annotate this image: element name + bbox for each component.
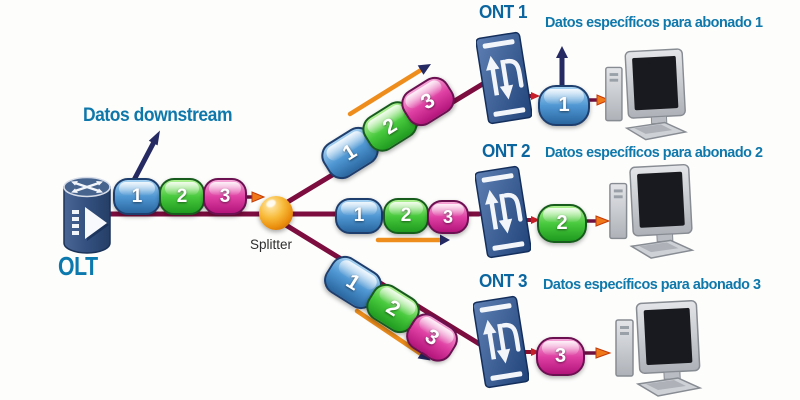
packet-3: 3 (427, 200, 469, 234)
ont3-device-icon (473, 294, 529, 390)
packet-1: 1 (113, 178, 161, 215)
olt-label: OLT (58, 252, 98, 282)
connector-head-ont1-packet (531, 92, 540, 100)
ont3-label: ONT 3 (479, 270, 527, 291)
ont2-label: ONT 2 (482, 140, 530, 161)
subscriber2-computer-icon (609, 163, 694, 259)
splitter-sphere-icon (259, 196, 293, 230)
direction-arrow-top (347, 67, 424, 117)
connector-head-olt-splitter (251, 191, 266, 203)
connector-head-packet-pc3 (595, 347, 612, 359)
packet-2-delivered: 2 (537, 204, 587, 243)
datos-abonado3-label: Datos específicos para abonado 3 (543, 276, 761, 293)
datos-abonado2-label: Datos específicos para abonado 2 (545, 144, 763, 161)
subscriber3-computer-icon (615, 299, 701, 397)
downstream-pointer-arrowhead (148, 130, 160, 146)
splitter-label: Splitter (250, 237, 293, 252)
downstream-pointer-arrow (131, 137, 158, 183)
packet-1-delivered: 1 (538, 85, 590, 126)
connector-head-packet-pc2 (595, 215, 611, 227)
navy-arrows (131, 46, 568, 183)
packet-2: 2 (159, 178, 205, 215)
direction-arrowhead-mid (440, 234, 450, 246)
ont1-label: ONT 1 (479, 1, 527, 22)
downstream-label: Datos downstream (83, 105, 233, 126)
ont2-device-icon (475, 164, 531, 260)
connector-head-packet-pc1 (596, 94, 611, 106)
packet-3: 3 (203, 178, 247, 215)
subscriber1-computer-icon (605, 48, 687, 141)
packet1-up-arrowhead (556, 46, 568, 58)
connector-head-ont3-packet (531, 348, 540, 356)
packet-1: 1 (335, 198, 383, 234)
datos-abonado1-label: Datos específicos para abonado 1 (545, 14, 763, 31)
connector-head-ont2-packet (531, 216, 540, 224)
direction-arrowhead-top (417, 64, 431, 75)
ont1-device-icon (476, 30, 532, 126)
olt-router-icon (62, 176, 112, 255)
packet-2: 2 (383, 198, 429, 234)
packet-3-delivered: 3 (536, 337, 585, 376)
